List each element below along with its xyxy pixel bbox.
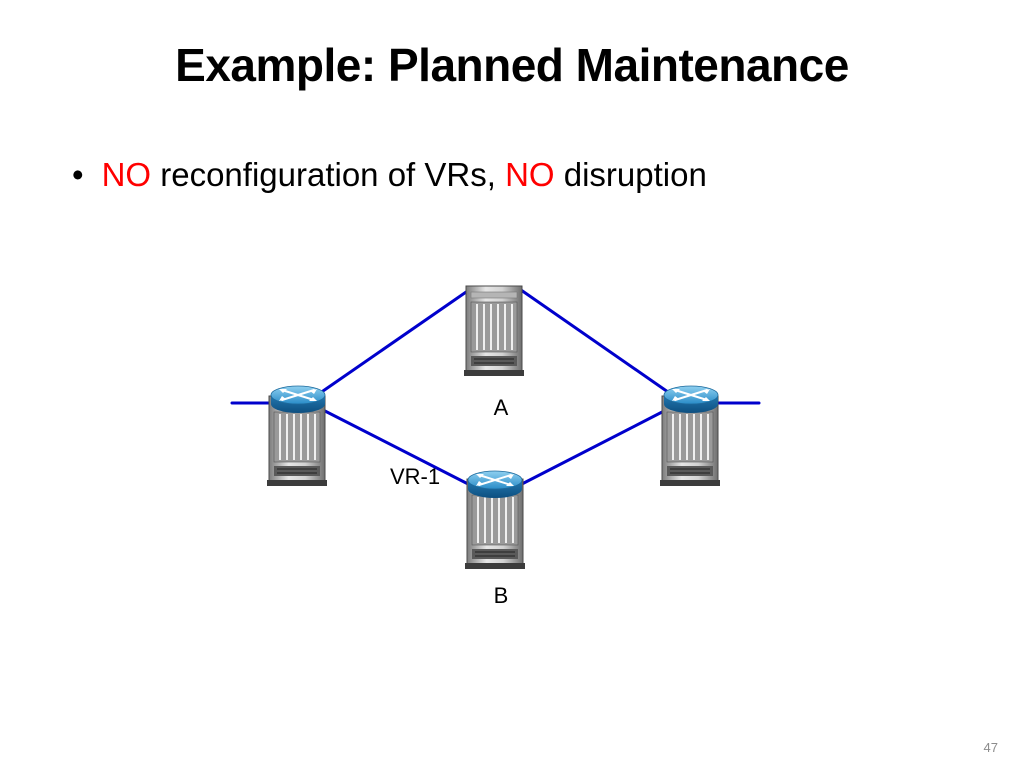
bullet-part-no-2: NO <box>505 156 555 193</box>
bullet-dot: • <box>72 156 84 193</box>
node-a-label: A <box>494 395 509 420</box>
link-left-to-b <box>321 408 474 488</box>
node-b-label: B <box>494 583 509 608</box>
node-a <box>463 285 525 377</box>
right-router-node <box>659 385 721 487</box>
node-b <box>464 470 526 570</box>
bullet-part-reconfiguration: reconfiguration of VRs, <box>151 156 506 193</box>
router-icon <box>270 385 326 414</box>
router-chassis-icon <box>463 285 525 377</box>
router-icon <box>467 470 523 499</box>
virtual-router-label: VR-1 <box>390 464 440 489</box>
slide-title: Example: Planned Maintenance <box>175 39 849 91</box>
link-b-to-right <box>516 408 668 488</box>
bullet-part-disruption: disruption <box>554 156 707 193</box>
bullet-item: • NO reconfiguration of VRs, NO disruptio… <box>72 156 707 194</box>
page-number: 47 <box>983 740 998 755</box>
left-router-node <box>266 385 328 487</box>
router-icon <box>663 385 719 414</box>
link-left-to-a <box>321 288 471 393</box>
link-a-to-right <box>519 288 670 394</box>
bullet-part-no-1: NO <box>101 156 152 193</box>
